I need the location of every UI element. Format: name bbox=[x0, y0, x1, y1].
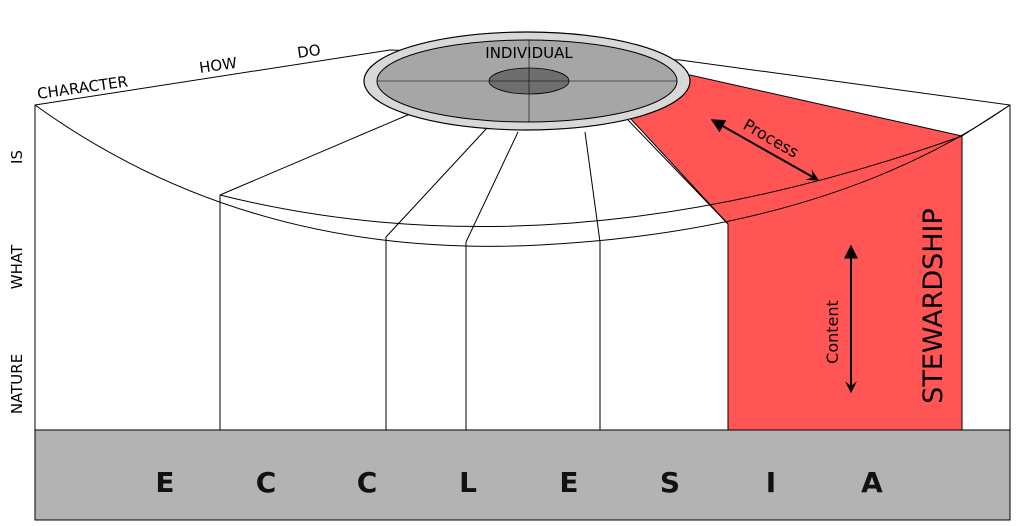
spoke-4 bbox=[584, 131, 601, 243]
label-do: DO bbox=[296, 41, 322, 62]
inner-arc bbox=[219, 135, 963, 228]
ecclesia-letter: E bbox=[155, 466, 174, 499]
process-arrow bbox=[710, 119, 820, 181]
spoke-3 bbox=[465, 131, 519, 243]
ecclesia-letter: I bbox=[766, 466, 776, 499]
spoke-2 bbox=[385, 127, 488, 238]
label-how: HOW bbox=[198, 54, 238, 77]
label-nature: NATURE bbox=[8, 354, 26, 414]
ecclesia-letter: C bbox=[256, 466, 277, 499]
spoke-6 bbox=[961, 104, 1011, 137]
individual-label: INDIVIDUAL bbox=[485, 44, 573, 62]
ecclesia-letter: L bbox=[459, 466, 477, 499]
spoke-5 bbox=[627, 119, 729, 225]
content-label: Content bbox=[823, 300, 842, 364]
individual-disc: INDIVIDUAL bbox=[363, 31, 691, 131]
spoke-1 bbox=[219, 113, 411, 196]
ecclesia-letter: S bbox=[660, 466, 680, 499]
upper-arc bbox=[34, 104, 1011, 247]
stewardship-title: STEWARDSHIP bbox=[918, 208, 949, 404]
ecclesia-letter: A bbox=[861, 466, 883, 499]
ecclesia-letter: C bbox=[357, 466, 378, 499]
label-what: WHAT bbox=[8, 244, 26, 289]
label-is: IS bbox=[8, 150, 26, 164]
ecclesia-base bbox=[34, 429, 1011, 521]
ecclesia-letter: E bbox=[559, 466, 578, 499]
